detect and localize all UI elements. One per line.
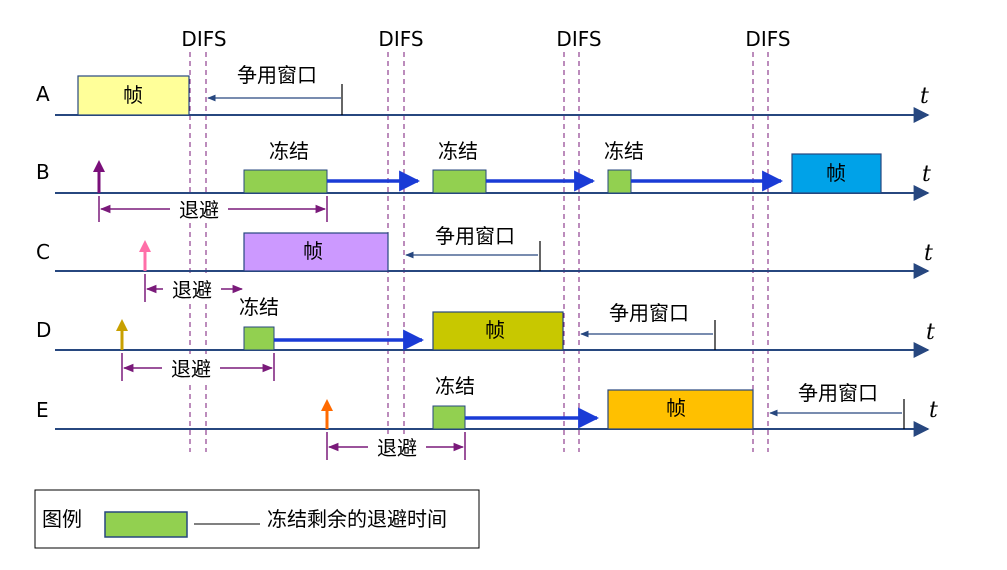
contention-label-a: 争用窗口 [237, 63, 317, 87]
frame-block-a [77, 75, 190, 116]
station-label-b: B [36, 160, 50, 184]
difs-label: DIFS [181, 27, 226, 51]
backoff-label-bg-b [170, 196, 228, 222]
station-label-e: E [36, 398, 49, 422]
arrival-arrowhead-c [139, 240, 151, 252]
backoff-label-bg-e [368, 434, 426, 460]
backoff-label-bg-c [163, 276, 221, 302]
backoff-label-b: 退避 [179, 198, 219, 222]
backoff-label-d: 退避 [171, 357, 211, 381]
frame-block-d [432, 311, 564, 351]
t-label-b: t [922, 162, 931, 187]
backoff-label-e: 退避 [377, 436, 417, 460]
station-label-a: A [36, 82, 50, 106]
t-label-a: t [920, 84, 929, 109]
difs-label: DIFS [745, 27, 790, 51]
frame-label-b: 帧 [826, 161, 846, 185]
freeze-block-b2 [432, 169, 487, 194]
frame-label-c: 帧 [303, 239, 323, 263]
freeze-label-b1: 冻结 [269, 139, 309, 163]
legend-description: 冻结剩余的退避时间 [267, 507, 447, 531]
backoff-label-bg-d [162, 355, 220, 381]
station-label-d: D [36, 318, 51, 342]
freeze-block-b3 [607, 169, 632, 194]
freeze-label-b3: 冻结 [604, 139, 644, 163]
contention-label-d: 争用窗口 [609, 301, 689, 325]
frame-label-a: 帧 [123, 83, 143, 107]
difs-label: DIFS [556, 27, 601, 51]
freeze-block-b1 [243, 169, 328, 194]
arrival-arrowhead-e [321, 399, 333, 411]
freeze-block-d [243, 326, 275, 351]
arrival-arrowhead-d [116, 319, 128, 331]
freeze-label-e: 冻结 [435, 374, 475, 398]
station-label-c: C [36, 240, 50, 264]
legend-title: 图例 [42, 507, 82, 531]
frame-label-d: 帧 [485, 318, 505, 342]
legend-swatch [104, 511, 188, 538]
frame-block-b [791, 153, 882, 194]
time-axes [55, 107, 930, 437]
frame-block-c [243, 232, 389, 272]
frame-block-e [607, 389, 754, 430]
t-label-c: t [924, 241, 933, 266]
t-label-d: t [926, 320, 935, 345]
contention-label-c: 争用窗口 [435, 224, 515, 248]
arrival-arrowhead-b [93, 160, 105, 172]
backoff-label-c: 退避 [172, 278, 212, 302]
freeze-label-b2: 冻结 [438, 139, 478, 163]
difs-label: DIFS [378, 27, 423, 51]
freeze-label-d: 冻结 [239, 295, 279, 319]
t-label-e: t [929, 398, 938, 423]
frame-label-e: 帧 [666, 396, 686, 420]
contention-label-e: 争用窗口 [798, 381, 878, 405]
freeze-block-e [432, 405, 466, 430]
